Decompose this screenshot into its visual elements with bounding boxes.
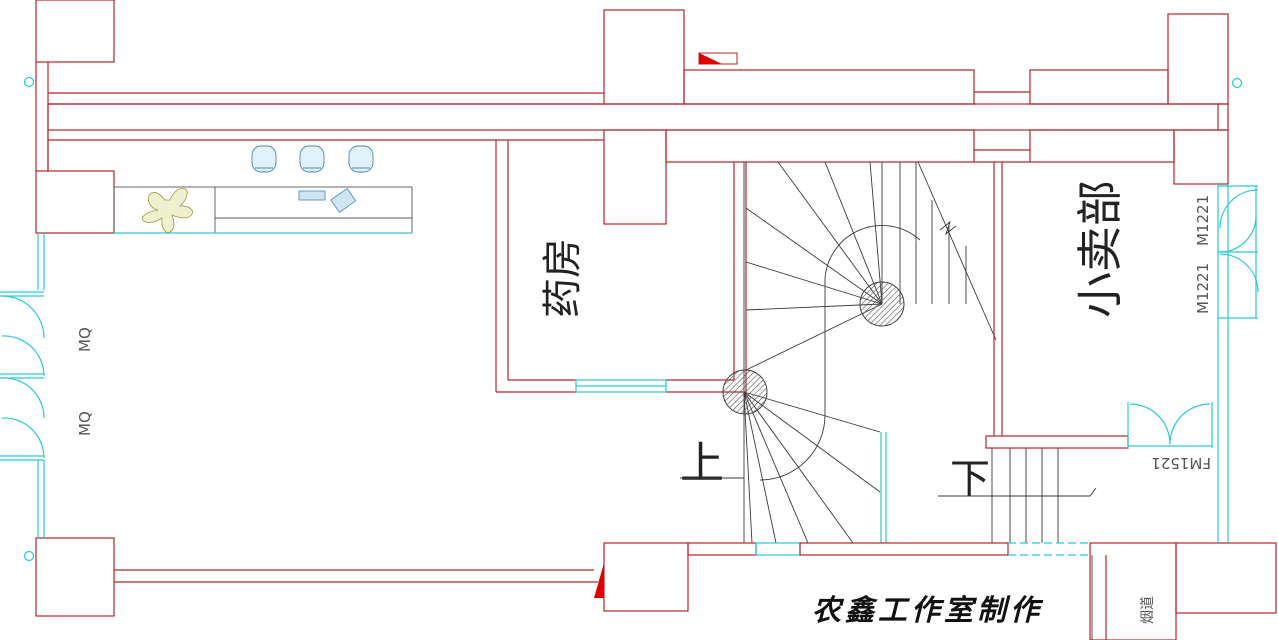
pharmacy-label: 药房 [540, 238, 586, 318]
shop-label: 小卖部 [1073, 180, 1127, 318]
mq-doors [0, 291, 45, 461]
grid-marker-left [23, 76, 35, 88]
door-label-m1221-2: M1221 [1194, 263, 1212, 314]
pharmacy-walls [495, 140, 747, 393]
grid-marker-bottom-left [23, 550, 35, 562]
door-label-mq-1: MQ [76, 327, 94, 352]
reception-counter [113, 186, 413, 234]
monitor-icon [330, 187, 357, 213]
chimney-label: 烟道 [1140, 596, 1156, 624]
beams [35, 62, 1229, 171]
credit-text: 农鑫工作室制作 [812, 593, 1044, 627]
pharmacy-window [575, 379, 667, 393]
svg-text:小卖部: 小卖部 [1073, 180, 1127, 318]
door-label-mq-2: MQ [76, 411, 94, 436]
stairwell [722, 161, 997, 544]
plant-icon [142, 187, 193, 233]
chairs [251, 145, 374, 173]
stair-down-arrow [938, 487, 1097, 497]
left-wall-windows [37, 233, 45, 538]
chair-icon [348, 145, 374, 173]
stair-up-label: 上 [680, 438, 724, 489]
red-marker-bottom [594, 563, 604, 598]
red-marker-top [699, 53, 722, 64]
svg-text:药房: 药房 [540, 238, 586, 318]
bottom-walls [114, 542, 1177, 640]
fm1521-door [1127, 402, 1213, 448]
keyboard-icon [298, 190, 326, 201]
stair-down-label: 下 [950, 456, 990, 502]
grid-marker-right [1231, 77, 1243, 89]
chair-icon [251, 145, 277, 173]
chair-icon [299, 145, 325, 173]
m1221-doors [1218, 185, 1259, 319]
lower-steps [991, 448, 1059, 543]
door-label-m1221-1: M1221 [1194, 195, 1212, 246]
door-label-fm1521: FM1521 [1151, 454, 1211, 472]
